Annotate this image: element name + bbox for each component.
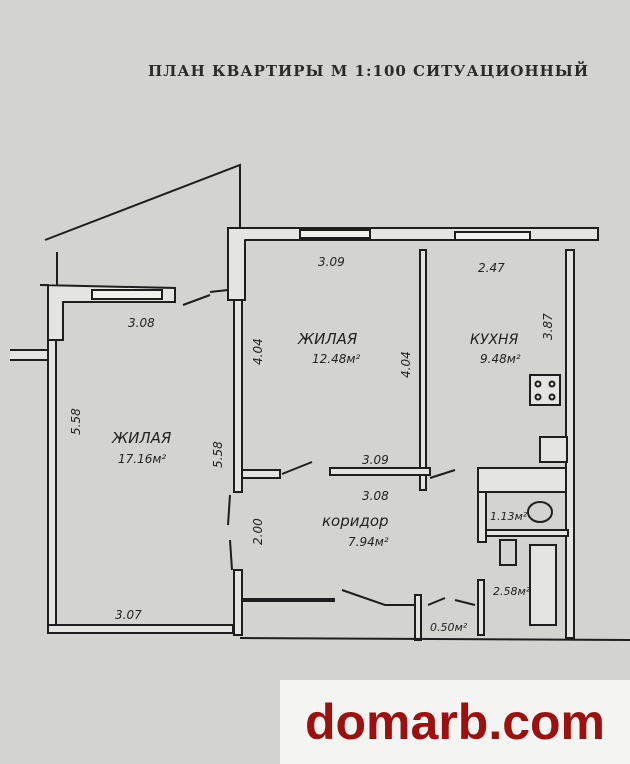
dimension: 3.07 <box>115 608 142 622</box>
washbasin-icon <box>499 539 517 566</box>
room-name-living-large: ЖИЛАЯ <box>111 429 172 447</box>
dimension: 4.04 <box>399 351 413 378</box>
stove-icon <box>529 374 561 406</box>
toilet-icon <box>527 501 553 523</box>
dimension: 3.08 <box>362 489 389 503</box>
room-area-kitchen: 9.48м² <box>480 352 521 366</box>
dimension: 5.58 <box>211 441 225 468</box>
dimension: 3.87 <box>541 313 555 340</box>
watermark-text: domarb.com <box>304 694 606 750</box>
room-area-bath: 2.58м² <box>493 585 531 598</box>
room-area-corridor: 7.94м² <box>348 535 389 549</box>
watermark-logo: domarb.com <box>280 680 630 764</box>
window <box>299 229 371 239</box>
left-wall <box>47 339 57 634</box>
sink-icon <box>539 436 568 463</box>
dimension: 2.47 <box>478 261 505 275</box>
dimension: 3.09 <box>318 255 345 269</box>
balcony-outline <box>44 163 241 241</box>
room-area-living-small: 12.48м² <box>312 352 360 366</box>
window <box>91 289 163 300</box>
room-area-wc: 1.13м² <box>490 510 528 523</box>
room-name-kitchen: КУХНЯ <box>470 332 519 348</box>
room-area-living-large: 17.16м² <box>118 452 166 466</box>
dimension: 5.58 <box>69 408 83 435</box>
room-name-corridor: коридор <box>322 512 389 530</box>
room-area-closet: 0.50м² <box>430 621 468 634</box>
window <box>454 231 531 241</box>
bathtub-icon <box>529 544 557 626</box>
dimension: 2.00 <box>251 518 265 545</box>
plan-title: ПЛАН КВАРТИРЫ М 1:100 СИТУАЦИОННЫЙ <box>148 62 589 80</box>
bottom-wall <box>47 624 234 634</box>
top-wall <box>227 227 599 241</box>
room-name-living-small: ЖИЛАЯ <box>297 330 358 348</box>
dimension: 3.08 <box>128 316 155 330</box>
dimension: 4.04 <box>251 338 265 365</box>
dimension: 3.09 <box>362 453 389 467</box>
